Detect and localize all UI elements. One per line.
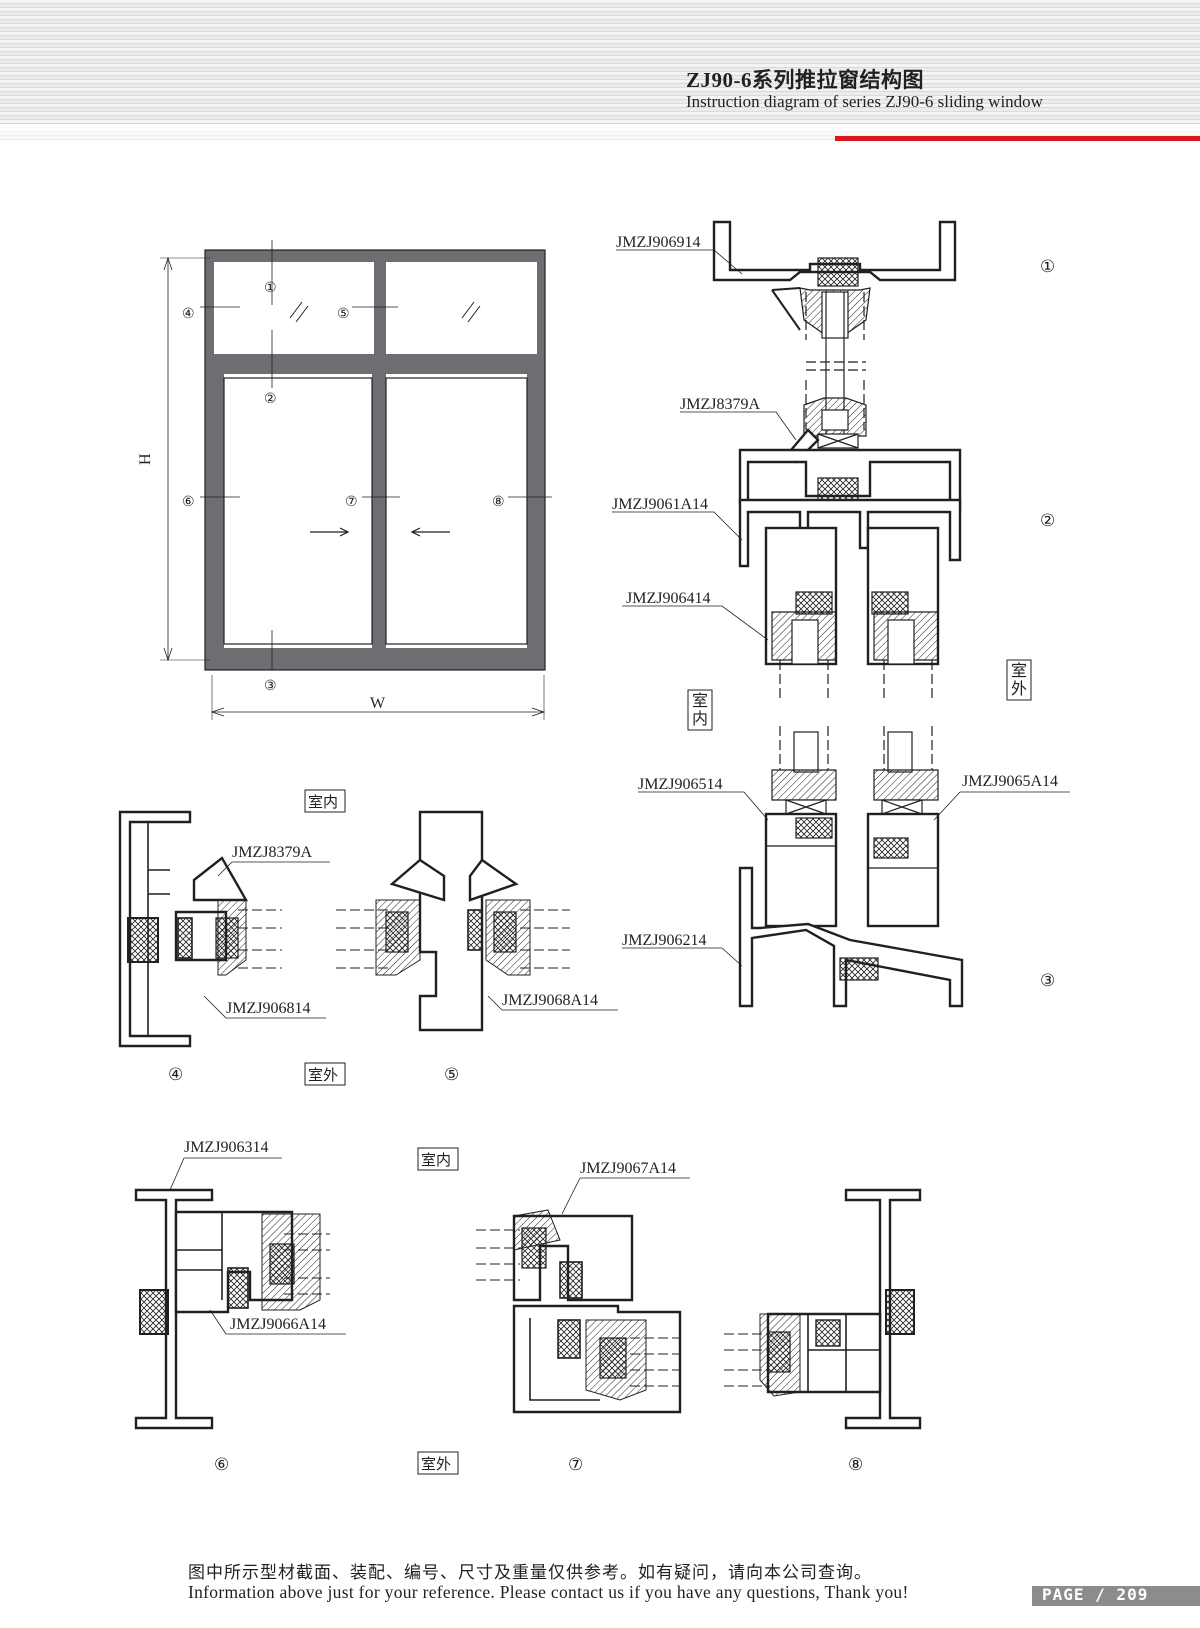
footer-disclaimer-en: Information above just for your referenc… <box>188 1582 909 1602</box>
elev-marker-1: ① <box>264 280 277 296</box>
part-label-jmzj906914: JMZJ906914 <box>616 234 700 251</box>
transom-pane-right <box>386 262 537 354</box>
part-label-jmzj9067a14: JMZJ9067A14 <box>580 1160 676 1177</box>
part-label-jmzj906314: JMZJ906314 <box>184 1139 268 1156</box>
part-label-jmzj9066a14: JMZJ9066A14 <box>230 1316 326 1333</box>
dim-w-label: W <box>370 695 386 712</box>
section-number-8: ⑧ <box>848 1455 863 1475</box>
part-label-jmzj906414: JMZJ906414 <box>626 590 710 607</box>
section-6-glass <box>284 1233 330 1295</box>
elev-marker-5: ⑤ <box>337 306 350 322</box>
outdoor-label-678: 室外 <box>421 1455 451 1473</box>
page-number-tab <box>1032 1586 1200 1606</box>
section-8 <box>759 1188 922 1430</box>
elev-marker-2: ② <box>264 391 277 407</box>
section-7 <box>512 1209 682 1414</box>
section-5 <box>375 810 531 1032</box>
outdoor-box-678 <box>417 1451 459 1475</box>
header-accent-bar <box>835 136 1200 141</box>
dim-h-label: H <box>137 453 154 465</box>
indoor-label-678: 室内 <box>421 1151 451 1169</box>
elev-marker-4: ④ <box>182 306 195 322</box>
section-number-7: ⑦ <box>568 1455 583 1475</box>
section-number-3: ③ <box>1040 971 1055 991</box>
part-label-jmzj8379a: JMZJ8379A <box>232 844 312 861</box>
elev-marker-3: ③ <box>264 678 277 694</box>
section-number-4: ④ <box>168 1065 183 1085</box>
transom-pane-left <box>214 262 374 354</box>
outdoor-label-vertical-2: 外 <box>1011 679 1027 698</box>
section-8-glass <box>724 1333 770 1387</box>
elev-marker-8: ⑧ <box>492 494 505 510</box>
window-elevation: H W ① ② ③ ④ ⑤ ⑥ ⑦ ⑧ <box>137 240 552 720</box>
part-label-jmzj8379a-top: JMZJ8379A <box>680 396 760 413</box>
section-number-1: ① <box>1040 257 1055 277</box>
outdoor-label-vertical-1: 室 <box>1011 661 1027 680</box>
section-number-6: ⑥ <box>214 1455 229 1475</box>
sill-bar <box>214 648 537 660</box>
section-7-glass <box>476 1229 680 1387</box>
indoor-label-vertical-1: 室 <box>692 691 708 710</box>
section-4 <box>118 810 249 1048</box>
part-label-jmzj906214: JMZJ906214 <box>622 932 706 949</box>
sash-right <box>385 377 528 645</box>
outdoor-box <box>1006 659 1032 701</box>
transom-bar <box>214 364 537 374</box>
leader-lines-vertical <box>612 249 1070 967</box>
outdoor-box-45 <box>304 1062 346 1086</box>
part-label-jmzj9065a14: JMZJ9065A14 <box>962 773 1058 790</box>
page-number: PAGE / 209 <box>1042 1585 1149 1604</box>
sash-left <box>223 377 373 645</box>
section-5-glass <box>336 909 570 969</box>
section-6 <box>134 1188 321 1430</box>
section-number-2: ② <box>1040 511 1055 531</box>
vertical-section <box>712 220 964 1008</box>
outdoor-label-45: 室外 <box>308 1066 338 1084</box>
part-label-jmzj9068a14: JMZJ9068A14 <box>502 992 598 1009</box>
part-label-jmzj906514: JMZJ906514 <box>638 776 722 793</box>
part-label-jmzj906814: JMZJ906814 <box>226 1000 310 1017</box>
footer-disclaimer-cn: 图中所示型材截面、装配、编号、尺寸及重量仅供参考。如有疑问，请向本公司查询。 <box>188 1563 872 1583</box>
elev-marker-6: ⑥ <box>182 494 195 510</box>
indoor-box-678 <box>417 1147 459 1171</box>
section-4-glass <box>238 909 282 969</box>
interlock-mullion <box>372 374 386 648</box>
page-title: ZJ90-6系列推拉窗结构图 <box>686 68 924 92</box>
indoor-label-45: 室内 <box>308 793 338 811</box>
section-number-5: ⑤ <box>444 1065 459 1085</box>
indoor-box-45 <box>304 789 346 813</box>
leader-lines-678 <box>169 1157 690 1335</box>
page-subtitle: Instruction diagram of series ZJ90-6 sli… <box>686 92 1043 111</box>
leader-lines-45 <box>203 861 618 1019</box>
indoor-label-vertical-2: 内 <box>692 709 708 728</box>
part-label-jmzj9061a14: JMZJ9061A14 <box>612 496 708 513</box>
indoor-box <box>687 689 713 731</box>
elev-marker-7: ⑦ <box>345 494 358 510</box>
